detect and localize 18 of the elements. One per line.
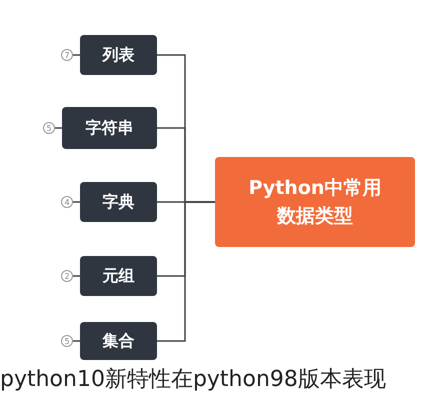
number-circle: 7 — [61, 49, 73, 61]
connector-line — [55, 127, 62, 129]
category-box: 列表 — [80, 35, 157, 75]
caption: python10新特性在python98版本表现 — [0, 366, 386, 394]
category-box: 集合 — [80, 322, 157, 360]
category-box: 字典 — [80, 182, 157, 222]
category-box: 元组 — [80, 256, 157, 296]
connector-line — [73, 201, 80, 203]
connector-line — [73, 275, 80, 277]
topic-box: Python中常用数据类型 — [215, 157, 415, 247]
number-circle: 4 — [61, 196, 73, 208]
category-box: 字符串 — [62, 107, 157, 149]
number-circle: 2 — [61, 270, 73, 282]
number-circle: 5 — [61, 335, 73, 347]
connector-line — [157, 201, 215, 342]
connector-line — [73, 54, 80, 56]
number-circle: 5 — [43, 122, 55, 134]
connector-line — [73, 340, 80, 342]
